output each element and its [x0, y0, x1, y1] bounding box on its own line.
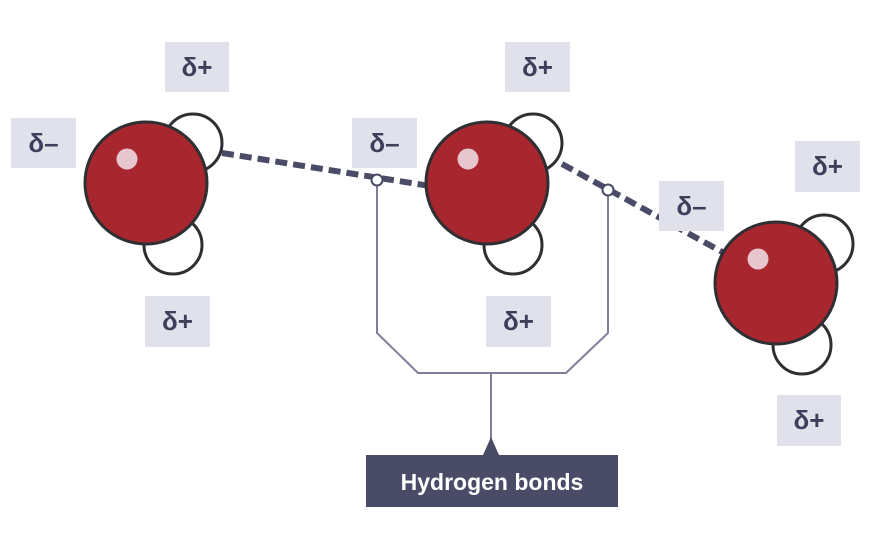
water-molecule-3 — [713, 213, 855, 376]
svg-text:δ–: δ– — [369, 128, 399, 158]
hydrogen-bond-lines — [221, 150, 726, 256]
charge-label-m3-bottom: δ+ — [777, 395, 841, 446]
hydrogen-bonds-label: Hydrogen bonds — [401, 469, 584, 495]
oxygen-atom — [83, 120, 209, 246]
charge-label-m2-left: δ– — [352, 118, 417, 168]
hydrogen-bond-2 — [560, 161, 726, 256]
charge-label-m2-bottom: δ+ — [486, 296, 551, 347]
charge-label-m3-top: δ+ — [795, 141, 860, 192]
oxygen-highlight — [747, 248, 769, 270]
svg-text:δ+: δ+ — [794, 405, 825, 435]
oxygen-atom — [424, 120, 550, 246]
oxygen-highlight — [457, 148, 479, 170]
bracket-anchor-dot-1 — [370, 173, 384, 187]
charge-label-m2-top: δ+ — [505, 42, 570, 92]
svg-text:δ+: δ+ — [812, 151, 843, 181]
svg-text:δ–: δ– — [28, 128, 58, 158]
svg-text:δ+: δ+ — [522, 52, 553, 82]
oxygen-highlight — [116, 148, 138, 170]
bracket-anchor-dot-2 — [601, 183, 615, 197]
svg-text:δ+: δ+ — [503, 306, 534, 336]
charge-label-m1-left: δ– — [11, 118, 76, 168]
charge-label-m1-top: δ+ — [165, 42, 229, 92]
water-molecule-1 — [83, 112, 224, 276]
svg-text:δ–: δ– — [676, 191, 706, 221]
water-molecule-2 — [424, 112, 564, 276]
hydrogen-bonds-bracket — [376, 180, 609, 445]
svg-text:δ+: δ+ — [182, 52, 213, 82]
svg-text:δ+: δ+ — [162, 306, 193, 336]
hydrogen-bonds-callout: Hydrogen bonds — [366, 437, 618, 507]
oxygen-atom — [713, 220, 839, 346]
charge-label-m3-left: δ– — [659, 181, 724, 231]
charge-label-m1-bottom: δ+ — [145, 296, 210, 347]
